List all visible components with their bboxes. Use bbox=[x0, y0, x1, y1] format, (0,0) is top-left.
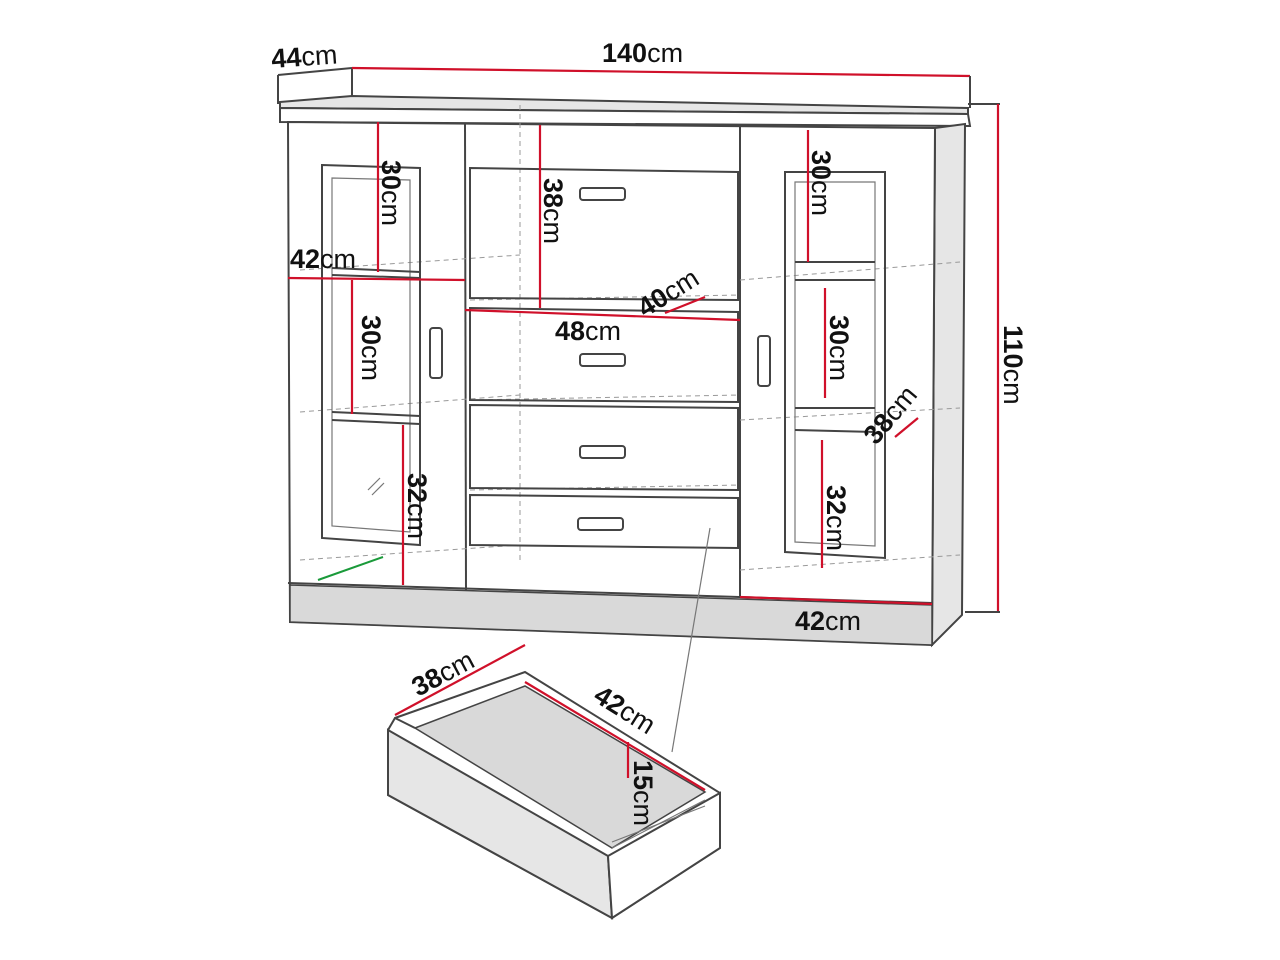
cabinet-dividers bbox=[464, 123, 741, 598]
right-door-handle bbox=[757, 335, 771, 387]
drawer-handle bbox=[579, 445, 626, 459]
right-glass-door bbox=[757, 171, 886, 560]
drawer-handle bbox=[579, 187, 626, 201]
overall-dimension-lines bbox=[277, 66, 1000, 613]
height-total-label: 110cm bbox=[998, 325, 1028, 405]
right-top-shelf-label: 30cm bbox=[806, 150, 836, 216]
cabinet-side-panel bbox=[930, 122, 967, 648]
right-width-label: 42cm bbox=[795, 606, 861, 636]
width-total-label: 140cm bbox=[602, 38, 683, 68]
drawer-handle bbox=[579, 353, 626, 367]
left-mid-shelf-label: 30cm bbox=[356, 315, 386, 381]
cabinet-top bbox=[279, 94, 972, 128]
drawer-leader-line bbox=[671, 527, 711, 753]
left-door-handle bbox=[429, 327, 443, 379]
left-glass-door bbox=[321, 163, 443, 547]
left-bottom-shelf-label: 32cm bbox=[402, 473, 432, 539]
center-section bbox=[469, 166, 739, 550]
interior-dimension-lines bbox=[287, 122, 933, 606]
right-mid-shelf-label: 30cm bbox=[824, 315, 854, 381]
exploded-drawer bbox=[387, 644, 721, 920]
center-top-height-label: 38cm bbox=[538, 178, 568, 244]
left-width-label: 42cm bbox=[290, 244, 356, 274]
depth-total-label: 44cm bbox=[270, 39, 338, 74]
right-bottom-shelf-label: 32cm bbox=[821, 485, 851, 551]
drawer-handle bbox=[577, 517, 624, 531]
center-width-label: 48cm bbox=[555, 316, 621, 346]
left-top-shelf-label: 30cm bbox=[376, 160, 406, 226]
cabinet-plinth bbox=[289, 584, 933, 646]
drawer-height-label: 15cm bbox=[628, 760, 658, 826]
